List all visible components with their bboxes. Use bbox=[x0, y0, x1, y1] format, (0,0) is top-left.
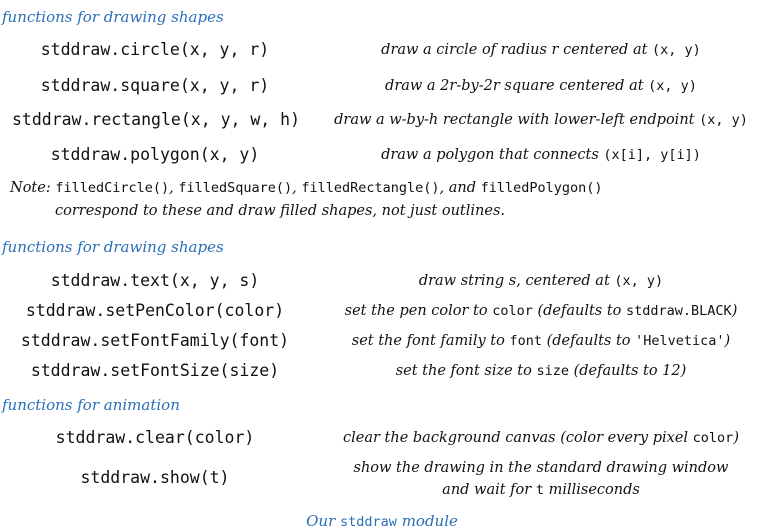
description: draw a w-by-h rectangle with lower-left … bbox=[334, 112, 748, 128]
signature: stddraw.setFontSize(size) bbox=[30, 361, 280, 380]
figure-caption: Our stddraw module bbox=[306, 512, 458, 530]
description: draw a circle of radius r centered at (x… bbox=[381, 42, 701, 58]
note-line-2: correspond to these and draw filled shap… bbox=[55, 203, 505, 219]
signature: stddraw.text(x, y, s) bbox=[50, 271, 260, 290]
description: draw string s, centered at (x, y) bbox=[418, 273, 664, 289]
description: set the font size to size (defaults to 1… bbox=[395, 363, 687, 379]
signature: stddraw.circle(x, y, r) bbox=[40, 40, 270, 59]
description: draw a 2r-by-2r square centered at (x, y… bbox=[385, 78, 697, 94]
signature: stddraw.rectangle(x, y, w, h) bbox=[11, 110, 301, 129]
section-heading-shapes: functions for drawing shapes bbox=[2, 8, 224, 26]
description: set the font family to font (defaults to… bbox=[351, 333, 731, 349]
signature: stddraw.polygon(x, y) bbox=[50, 145, 260, 164]
note-line-1: Note: filledCircle(), filledSquare(), fi… bbox=[10, 180, 603, 196]
signature: stddraw.show(t) bbox=[80, 468, 230, 487]
description: show the drawing in the standard drawing… bbox=[353, 460, 729, 476]
section-heading-animation: functions for animation bbox=[2, 396, 180, 414]
signature: stddraw.clear(color) bbox=[55, 428, 255, 447]
description: draw a polygon that connects (x[i], y[i]… bbox=[381, 147, 701, 163]
signature: stddraw.setFontFamily(font) bbox=[20, 331, 290, 350]
signature: stddraw.square(x, y, r) bbox=[40, 76, 270, 95]
description-line-2: and wait for t milliseconds bbox=[442, 482, 640, 498]
description: clear the background canvas (color every… bbox=[343, 430, 739, 446]
section-heading-text: functions for drawing shapes bbox=[2, 238, 224, 256]
signature: stddraw.setPenColor(color) bbox=[25, 301, 285, 320]
description: set the pen color to color (defaults to … bbox=[344, 303, 738, 319]
